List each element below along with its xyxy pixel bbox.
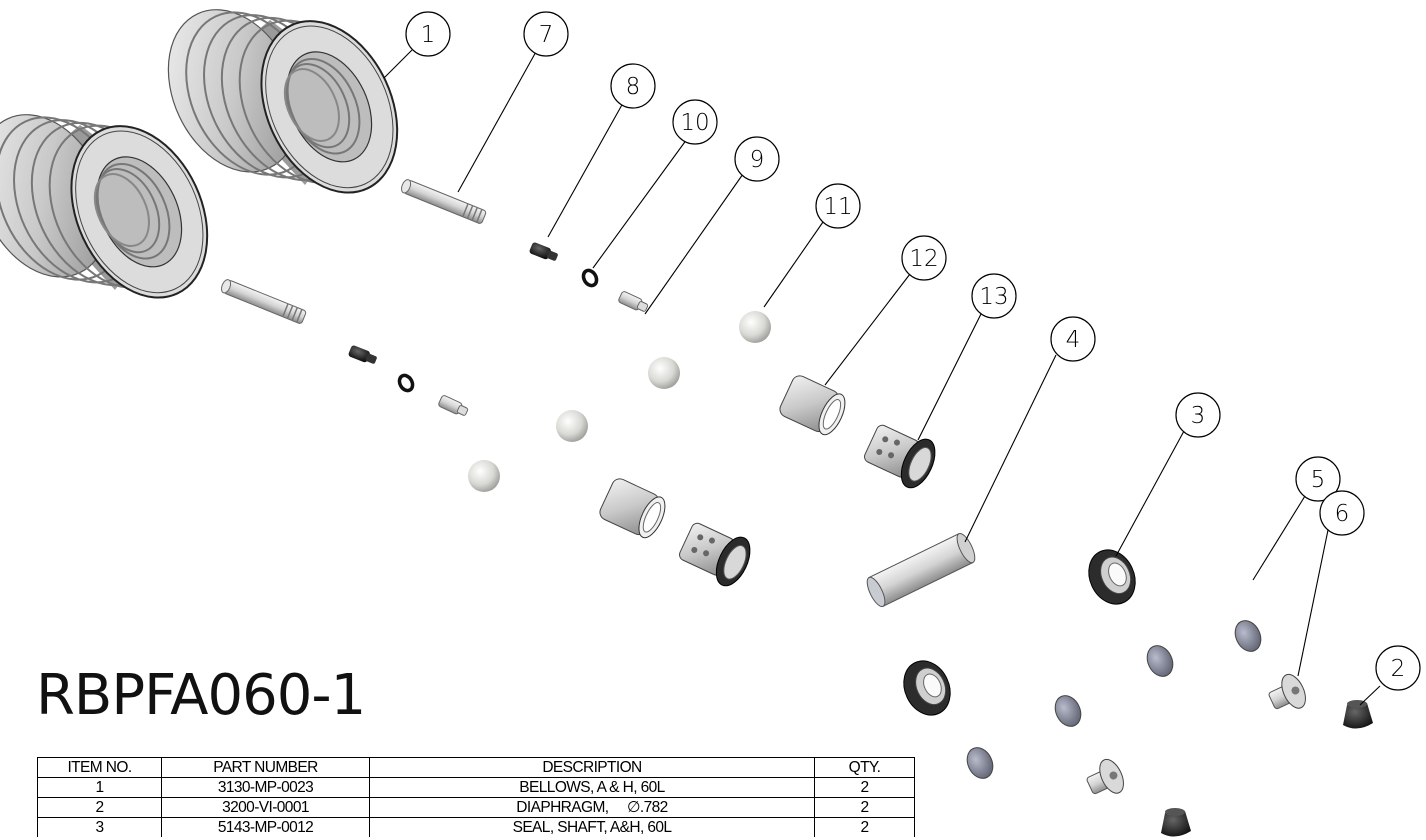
bellows-back: [167, 9, 399, 194]
housing-upper: [864, 424, 936, 489]
cell-qty: 2: [814, 817, 915, 837]
svg-text:4: 4: [1066, 327, 1081, 353]
fitting-black-upper: [529, 242, 558, 261]
table-header-row: ITEM NO. PART NUMBER DESCRIPTION QTY.: [37, 757, 915, 778]
cell-qty: 2: [814, 797, 915, 818]
pin-upper: [618, 291, 649, 312]
fitting-black-lower: [348, 345, 377, 364]
callout-11: 11: [815, 183, 861, 229]
callout-balloons: 1 7 8 10 9 11 12 13 4 3 5 6 2: [405, 11, 1421, 691]
callout-5: 5: [1295, 456, 1341, 502]
cell-part-number: 3130-MP-0023: [161, 777, 370, 798]
disc-2: [1146, 645, 1174, 677]
seal-lower: [903, 660, 951, 716]
callout-9: 9: [734, 136, 780, 182]
cell-item-no: 2: [37, 797, 162, 818]
cell-part-number: 5143-MP-0012: [161, 817, 370, 837]
leader-lines: [383, 49, 1381, 706]
column-header-item-no: ITEM NO.: [37, 757, 162, 778]
svg-text:10: 10: [680, 110, 709, 136]
svg-text:2: 2: [1391, 656, 1406, 682]
cell-qty: 2: [814, 777, 915, 798]
o-ring-upper: [581, 268, 599, 288]
ball-2: [648, 357, 680, 389]
cell-part-number: 3200-VI-0001: [161, 797, 370, 818]
cage-upper: [779, 375, 846, 436]
column-header-qty: QTY.: [814, 757, 915, 778]
callout-1: 1: [405, 11, 451, 57]
shaft-upper: [401, 179, 487, 224]
ball-4: [468, 460, 500, 492]
svg-text:9: 9: [750, 147, 765, 173]
o-ring-lower: [397, 373, 415, 393]
callout-10: 10: [672, 99, 718, 145]
ball-3: [556, 410, 588, 442]
drawing-title: RBPFA060-1: [36, 663, 366, 728]
ball-1: [739, 311, 771, 343]
table-row: 2 3200-VI-0001 DIAPHRAGM, ∅.782 2: [37, 797, 915, 818]
callout-8: 8: [610, 63, 656, 109]
callout-6: 6: [1319, 490, 1365, 536]
svg-text:8: 8: [626, 74, 641, 100]
svg-text:3: 3: [1191, 403, 1206, 429]
seal-upper: [1088, 549, 1136, 605]
bolt-upper: [1268, 673, 1306, 710]
svg-text:7: 7: [539, 22, 554, 48]
svg-text:1: 1: [421, 22, 436, 48]
tube: [866, 532, 976, 608]
callout-7: 7: [523, 11, 569, 57]
svg-text:5: 5: [1311, 467, 1326, 493]
svg-text:13: 13: [979, 284, 1008, 310]
cell-description: SEAL, SHAFT, A&H, 60L: [369, 817, 815, 837]
housing-lower: [679, 522, 751, 587]
cage-lower: [599, 478, 666, 539]
bolt-lower: [1086, 758, 1124, 795]
svg-text:11: 11: [823, 194, 852, 220]
column-header-description: DESCRIPTION: [369, 757, 815, 778]
svg-text:12: 12: [909, 246, 938, 272]
table-row: 1 3130-MP-0023 BELLOWS, A & H, 60L 2: [37, 777, 915, 798]
callout-13: 13: [971, 273, 1017, 319]
cell-description: DIAPHRAGM, ∅.782: [369, 797, 815, 818]
cell-item-no: 3: [37, 817, 162, 837]
pin-lower: [438, 395, 469, 416]
callout-2: 2: [1375, 645, 1421, 691]
callout-4: 4: [1050, 316, 1096, 362]
cap-upper: [1343, 700, 1373, 729]
bill-of-materials-table: ITEM NO. PART NUMBER DESCRIPTION QTY. 1 …: [37, 757, 915, 837]
bellows-front: [0, 114, 209, 299]
column-header-part-number: PART NUMBER: [161, 757, 370, 778]
cap-lower: [1161, 808, 1191, 837]
cell-description: BELLOWS, A & H, 60L: [369, 777, 815, 798]
cell-item-no: 1: [37, 777, 162, 798]
callout-3: 3: [1175, 392, 1221, 438]
disc-1: [1234, 620, 1262, 652]
svg-text:6: 6: [1335, 501, 1350, 527]
disc-4: [966, 747, 994, 779]
disc-3: [1054, 695, 1082, 727]
shaft-lower: [221, 279, 307, 324]
table-row: 3 5143-MP-0012 SEAL, SHAFT, A&H, 60L 2: [37, 817, 915, 837]
callout-12: 12: [901, 235, 947, 281]
